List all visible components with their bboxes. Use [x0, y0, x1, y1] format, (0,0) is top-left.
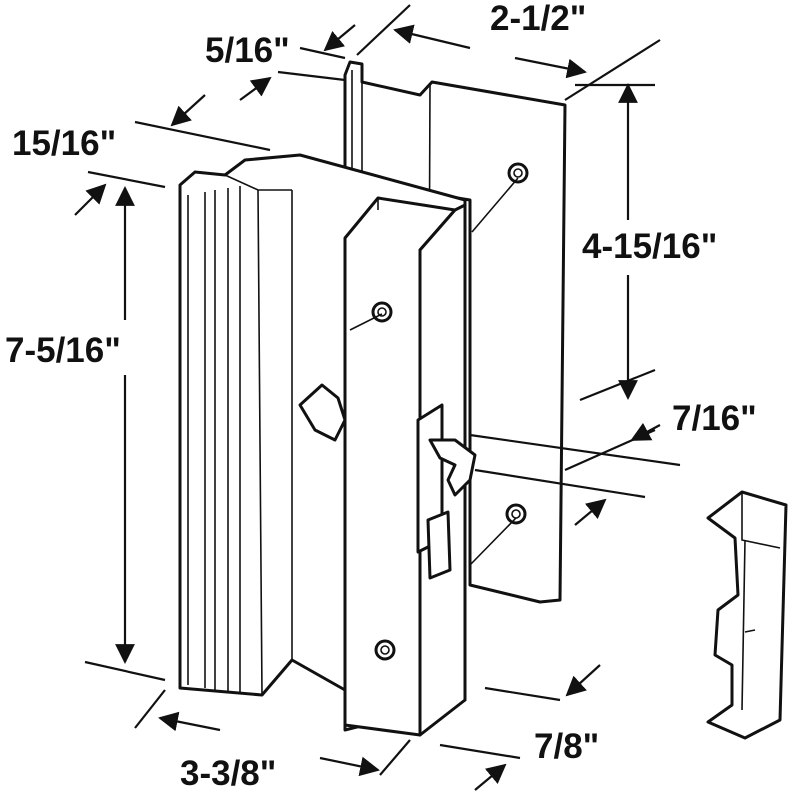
plate-screw-hole-bottom-icon: [505, 503, 527, 525]
dim-flange-offset: 5/16": [205, 31, 290, 70]
lock-face-plate: [343, 196, 477, 737]
dim-plate-hole-spacing: 4-15/16": [582, 227, 717, 266]
face-screw-hole-top-icon: [371, 301, 393, 323]
keeper-catch: [706, 490, 788, 740]
latch-hook-icon: [428, 438, 477, 497]
dimension-arrows: [74, 24, 661, 791]
dim-top-width: 2-1/2": [490, 0, 586, 38]
plate-screw-hole-top-icon: [507, 162, 529, 184]
lock-tab: [426, 510, 452, 580]
dim-handle-depth: 15/16": [12, 124, 116, 163]
face-screw-hole-bottom-icon: [374, 639, 396, 661]
dim-latch-offset: 7/16": [672, 399, 757, 438]
dim-catch-width: 7/8": [534, 727, 599, 766]
dim-handle-width: 3-3/8": [180, 754, 276, 793]
dimension-lines: [84, 4, 681, 776]
dim-handle-height: 7-5/16": [5, 331, 121, 370]
